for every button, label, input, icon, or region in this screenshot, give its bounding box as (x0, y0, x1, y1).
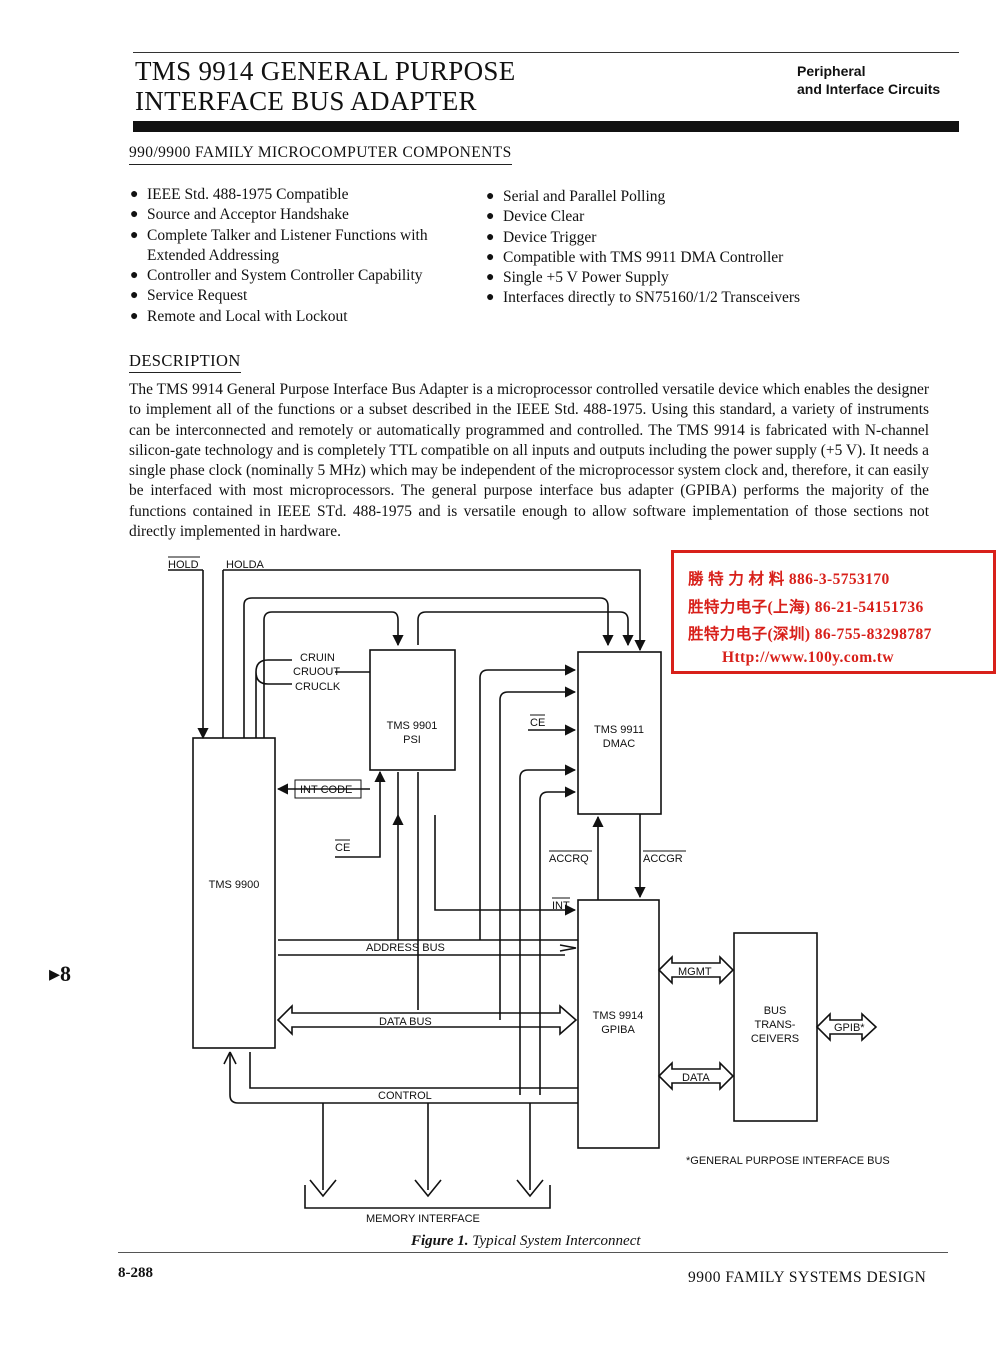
holda-to-dmac-line (223, 569, 646, 652)
data-bus-arrow (276, 1004, 578, 1036)
bus-to-psi-line (263, 611, 404, 738)
ce-psi-line (335, 770, 386, 858)
int-code-label: INT CODE (300, 784, 352, 796)
hold-label: HOLD (168, 559, 199, 571)
ce-dmac-label: CE (530, 717, 545, 729)
cruclk-label: CRUCLK (295, 681, 341, 693)
dmac-sub-label: DMAC (603, 738, 635, 750)
mgmt-arrow (657, 955, 735, 985)
trans-line2-label: TRANS- (755, 1019, 796, 1031)
section-marker: ▸8 (49, 961, 72, 986)
title-rule (133, 121, 959, 132)
mgmt-label: MGMT (678, 966, 712, 978)
control-bus-line (229, 1052, 578, 1104)
figure-caption: Figure 1. Typical System Interconnect (411, 1233, 641, 1250)
cpu-block (192, 737, 276, 1049)
ce-psi-label: CE (335, 842, 350, 854)
feature-item: Serial and Parallel Polling (486, 187, 906, 208)
title-line-2: INTERFACE BUS ADAPTER (135, 86, 477, 116)
caption-label: Figure 1. (411, 1233, 469, 1249)
control-to-dmac-line-2 (539, 786, 577, 1095)
distributor-ad-box: 勝 特 力 材 料 886-3-5753170 胜特力电子(上海) 86-21-… (671, 550, 996, 674)
caption-text: Typical System Interconnect (472, 1233, 641, 1249)
feature-item: Single +5 V Power Supply (486, 268, 906, 289)
footer-rule (118, 1252, 948, 1253)
memory-address-arrow (309, 1103, 337, 1198)
data-to-dmac-line (499, 686, 577, 1020)
description-body: The TMS 9914 General Purpose Interface B… (129, 381, 929, 541)
book-title: 9900 FAMILY SYSTEMS DESIGN (688, 1269, 927, 1286)
psi-down-line (397, 772, 419, 815)
gpiba-sub-label: GPIBA (601, 1024, 635, 1036)
cpu-name-label: TMS 9900 (209, 879, 260, 891)
feature-item: Source and Acceptor Handshake (130, 205, 470, 226)
memory-interface-label: MEMORY INTERFACE (366, 1213, 480, 1225)
psi-to-gpiba-line (434, 815, 577, 916)
gpib-label: GPIB* (834, 1022, 865, 1034)
category-label: Peripheral and Interface Circuits (797, 62, 940, 98)
gpib-arrow (815, 1012, 878, 1042)
category-line-1: Peripheral (797, 63, 866, 79)
category-line-2: and Interface Circuits (797, 81, 941, 97)
int-label: INT (552, 900, 570, 912)
family-heading: 990/9900 FAMILY MICROCOMPUTER COMPONENTS (129, 144, 512, 165)
top-rule (133, 52, 959, 53)
cruin-label: CRUIN (300, 652, 335, 664)
gpiba-name-label: TMS 9914 (593, 1010, 644, 1022)
dmac-name-label: TMS 9911 (594, 724, 644, 736)
cru-connector (255, 659, 292, 738)
feature-item: Service Request (130, 286, 470, 307)
dmac-block (577, 651, 662, 815)
description-heading: DESCRIPTION (129, 351, 241, 373)
memory-bracket (304, 1185, 551, 1209)
accgr-label: ACCGR (643, 853, 683, 865)
feature-item: Interfaces directly to SN75160/1/2 Trans… (486, 288, 906, 309)
data-arrow (657, 1061, 735, 1091)
gpiba-block (577, 899, 660, 1149)
ad-line-3: 胜特力电子(深圳) 86-755-83298787 (688, 626, 932, 643)
title-line-1: TMS 9914 GENERAL PURPOSE (135, 56, 516, 86)
data-label: DATA (682, 1072, 710, 1084)
cruout-label: CRUOUT (293, 666, 340, 678)
memory-control-arrow (516, 1103, 544, 1198)
feature-item: IEEE Std. 488-1975 Compatible (130, 185, 470, 206)
psi-to-dmac-line (417, 611, 634, 647)
holda-label: HOLDA (226, 559, 265, 571)
page-number: 8-288 (118, 1265, 153, 1281)
ad-url-link[interactable]: Http://www.100y.com.tw (722, 649, 894, 666)
control-bus-line-2 (249, 1052, 578, 1089)
psi-name-label: TMS 9901 (387, 720, 438, 732)
address-bus-arrowhead (559, 944, 577, 952)
address-bus-label: ADDRESS BUS (366, 942, 445, 954)
feature-item: Complete Talker and Listener Functions w… (130, 226, 470, 267)
ad-line-1: 勝 特 力 材 料 886-3-5753170 (688, 571, 890, 588)
control-label: CONTROL (378, 1090, 432, 1102)
feature-item: Device Clear (486, 207, 906, 228)
data-bus-label: DATA BUS (379, 1016, 432, 1028)
control-arrowhead (223, 1051, 237, 1065)
control-to-dmac-line (519, 764, 577, 1095)
feature-item: Controller and System Controller Capabil… (130, 266, 470, 287)
feature-item: Device Trigger (486, 228, 906, 249)
memory-data-arrow (414, 1103, 442, 1198)
ad-line-2: 胜特力电子(上海) 86-21-54151736 (688, 599, 924, 616)
footnote-label: *GENERAL PURPOSE INTERFACE BUS (686, 1155, 890, 1167)
trans-line1-label: BUS (764, 1005, 787, 1017)
feature-item: Remote and Local with Lockout (130, 307, 470, 328)
accrq-label: ACCRQ (549, 853, 589, 865)
top-bus-line (243, 597, 614, 738)
psi-block (369, 649, 456, 771)
page-title: TMS 9914 GENERAL PURPOSE INTERFACE BUS A… (135, 56, 516, 116)
trans-line3-label: CEIVERS (751, 1033, 799, 1045)
features-list-left: IEEE Std. 488-1975 Compatible Source and… (130, 185, 470, 327)
system-interconnect-diagram: HOLD HOLDA CRUIN CRUOUT CRUCLK TMS 9901 … (168, 556, 890, 1225)
psi-sub-label: PSI (403, 734, 421, 746)
features-list-right: Serial and Parallel Polling Device Clear… (486, 187, 906, 309)
feature-item: Compatible with TMS 9911 DMA Controller (486, 248, 906, 269)
address-to-dmac-line (479, 664, 577, 940)
